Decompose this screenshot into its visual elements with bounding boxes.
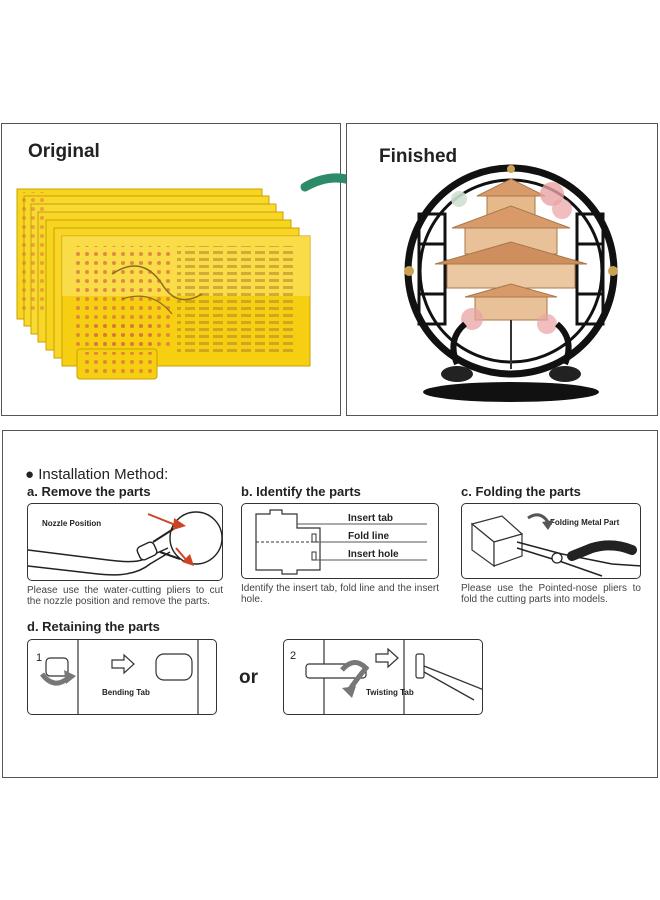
right-arrow-icon <box>111 653 135 675</box>
pagoda-model <box>434 178 588 369</box>
step-a-title: a. Remove the parts <box>27 484 151 499</box>
right-arrow-icon <box>375 647 399 669</box>
bullet-icon: ● <box>25 466 35 483</box>
twisting-diagram <box>305 640 482 714</box>
folding-metal-part-label: Folding Metal Part <box>550 518 620 527</box>
metal-sheets-image <box>16 188 311 380</box>
part-diagram <box>255 509 427 575</box>
fold-line-label: Fold line <box>348 531 390 542</box>
pointed-pliers-icon <box>470 513 640 577</box>
bending-diagram <box>40 640 199 714</box>
step-c-caption: Please use the Pointed-nose pliers to fo… <box>461 583 641 605</box>
twisting-tab-illustration: 2 Twisting Tab <box>283 639 483 715</box>
finished-title: Finished <box>379 146 458 167</box>
bending-tab-illustration: 1 Bending Tab <box>27 639 217 715</box>
bending-tab-label: Bending Tab <box>102 688 150 697</box>
step-c-illustration: Folding Metal Part <box>461 503 641 579</box>
installation-heading: ● Installation Method: <box>25 466 168 483</box>
step-b-title: b. Identify the parts <box>241 484 361 499</box>
nozzle-position-label: Nozzle Position <box>42 519 102 528</box>
sheet-stack <box>16 188 311 380</box>
step-c-title: c. Folding the parts <box>461 484 581 499</box>
option-1-number: 1 <box>36 652 43 664</box>
step-b-caption: Identify the insert tab, fold line and t… <box>241 583 439 605</box>
step-a-illustration: Nozzle Position <box>27 503 223 581</box>
finished-model-image <box>404 164 618 402</box>
pliers-icon <box>28 511 222 576</box>
installation-heading-text: Installation Method: <box>38 466 169 483</box>
option-2-number: 2 <box>290 650 297 662</box>
original-panel: Original <box>1 123 341 416</box>
step-b-illustration: Insert tab Fold line Insert hole <box>241 503 439 579</box>
insert-tab-label: Insert tab <box>348 513 394 524</box>
finished-panel: Finished <box>346 123 658 416</box>
twist-arrow-icon <box>340 660 370 694</box>
insert-hole-label: Insert hole <box>348 549 399 560</box>
step-d-title: d. Retaining the parts <box>27 619 160 634</box>
step-a-caption: Please use the water-cutting pliers to c… <box>27 585 223 607</box>
twisting-tab-label: Twisting Tab <box>366 688 414 697</box>
original-title: Original <box>28 141 100 162</box>
installation-panel: ● Installation Method: a. Remove the par… <box>2 430 658 778</box>
or-text: or <box>239 667 258 688</box>
